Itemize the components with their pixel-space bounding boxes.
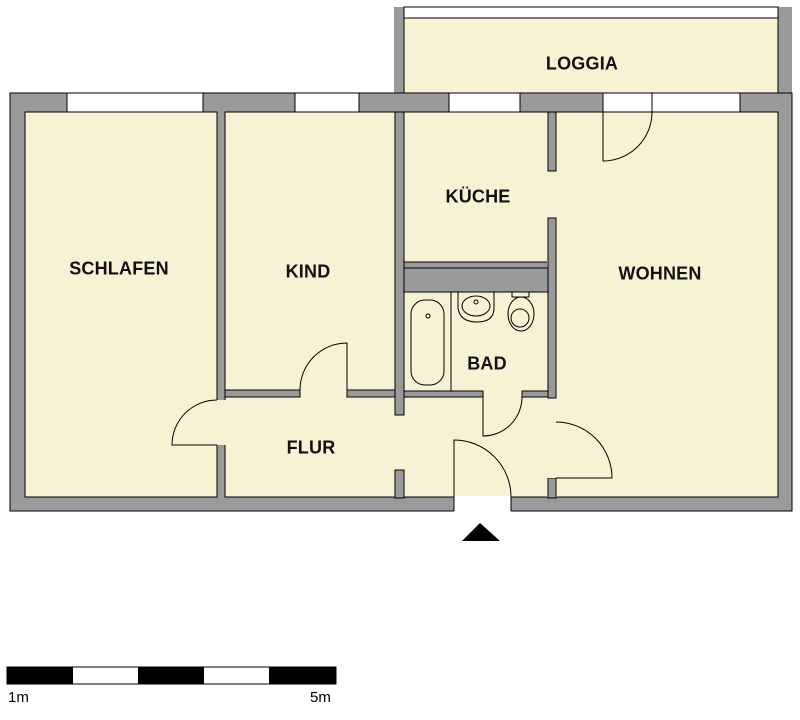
room-label-schlafen: SCHLAFEN: [69, 258, 169, 279]
loggia-area: [394, 6, 792, 108]
wohnen-floor: [555, 111, 779, 498]
wohnen-flur-wall-bottom: [547, 477, 557, 499]
door-swing-schlafen: [171, 399, 218, 446]
window-wohnen: [602, 92, 741, 113]
entrance-arrow-icon: [462, 523, 500, 541]
kueche-wohnen-wall-mid: [547, 217, 557, 399]
window-kueche: [448, 92, 521, 113]
bad-wall-left: [394, 390, 484, 398]
toilet-bowl: [507, 296, 535, 332]
scale-start-label: 1m: [8, 689, 29, 706]
kind-wall-right: [346, 389, 396, 398]
loggia-railing: [403, 6, 779, 19]
room-label-kind: KIND: [285, 261, 331, 282]
entrance-opening: [454, 496, 511, 512]
shaft-wall: [403, 267, 549, 293]
room-label-flur: FLUR: [286, 437, 336, 458]
door-swing-loggia: [602, 111, 653, 162]
schlafen-door-opening: [216, 400, 226, 445]
sink: [457, 292, 495, 323]
door-swing-entrance: [453, 439, 512, 498]
window-schlafen: [66, 92, 204, 113]
flur-floor: [224, 396, 549, 498]
kind-kueche-wall: [394, 111, 405, 416]
schlafen-floor: [24, 111, 218, 498]
room-label-kueche: KÜCHE: [445, 186, 511, 207]
bad-floor: [403, 291, 549, 392]
door-swing-kind: [299, 342, 348, 391]
wohnen-door-opening: [547, 422, 557, 478]
kueche-floor: [403, 111, 549, 263]
bad-wall-right: [521, 390, 549, 398]
kueche-wohnen-wall-top: [547, 111, 557, 172]
bathtub: [410, 299, 445, 386]
flur-stub-wall: [394, 469, 405, 499]
door-swing-bad: [482, 396, 523, 437]
window-kind: [294, 92, 360, 113]
scale-end-label: 5m: [310, 689, 331, 706]
room-label-wohnen: WOHNEN: [618, 263, 702, 284]
door-swing-wohnen: [555, 421, 613, 479]
kind-wall-left: [224, 389, 301, 398]
kind-floor: [224, 111, 396, 391]
room-label-bad: BAD: [467, 353, 507, 374]
room-label-loggia: LOGGIA: [545, 53, 619, 74]
scale-bar: [6, 666, 337, 685]
